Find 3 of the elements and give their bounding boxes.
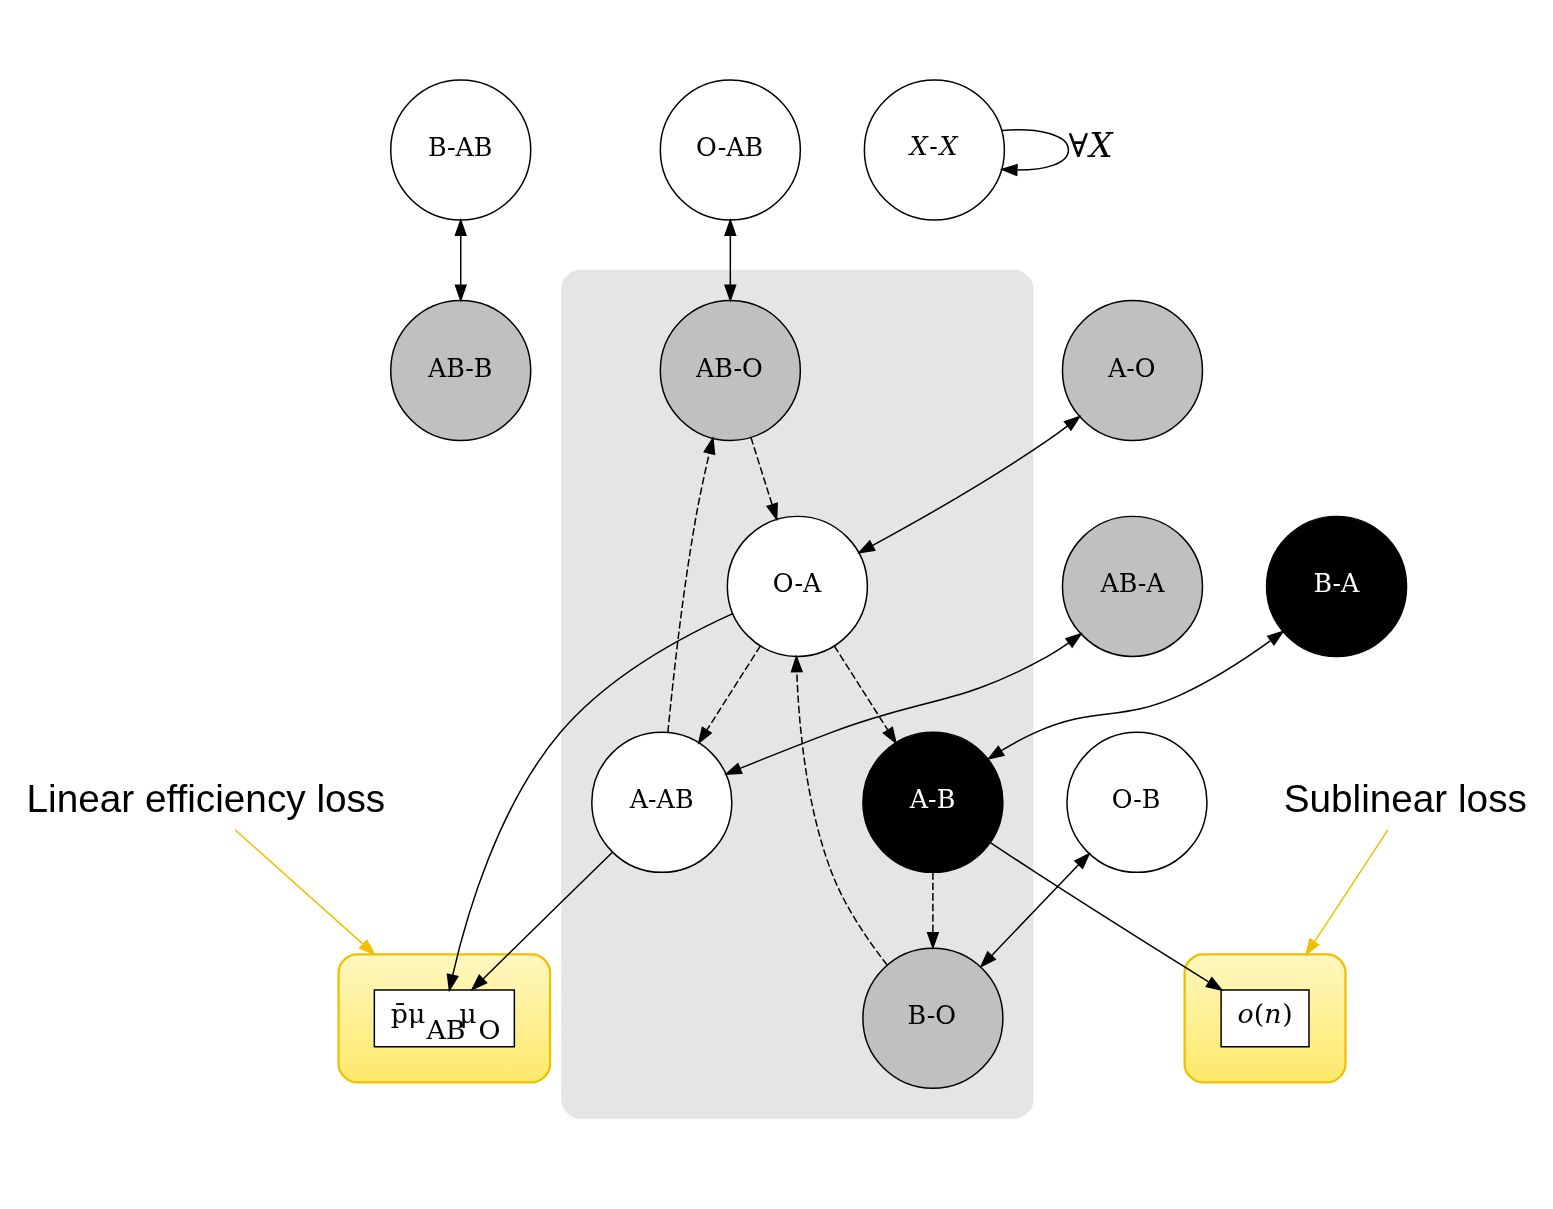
- node-text: Sublinear loss: [1283, 776, 1527, 820]
- node-text: Linear efficiency loss: [26, 776, 386, 820]
- edge-label: ∀X: [1068, 126, 1113, 165]
